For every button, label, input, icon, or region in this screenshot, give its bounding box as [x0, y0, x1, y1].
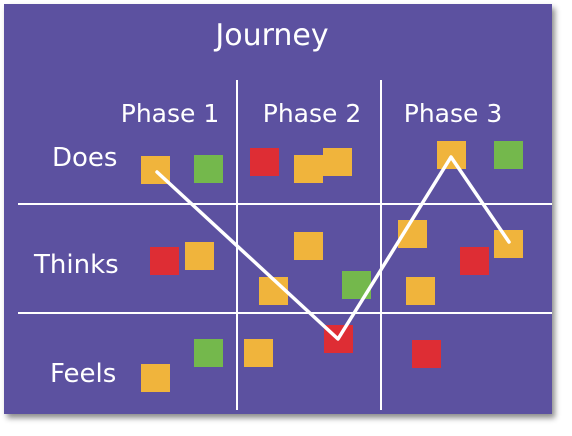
board-background [4, 4, 552, 414]
sticky-note-green[interactable] [194, 155, 223, 183]
row-label-does: Does [52, 143, 117, 173]
sticky-note-yellow[interactable] [141, 364, 170, 392]
sticky-note-red[interactable] [412, 340, 441, 368]
phase-header-3: Phase 3 [404, 99, 503, 128]
sticky-note-red[interactable] [250, 148, 279, 176]
sticky-note-red[interactable] [460, 247, 489, 275]
row-label-feels: Feels [50, 359, 116, 389]
sticky-note-yellow[interactable] [323, 148, 352, 176]
sticky-note-yellow[interactable] [294, 232, 323, 260]
row-label-thinks: Thinks [33, 250, 119, 280]
sticky-note-green[interactable] [194, 339, 223, 367]
phase-header-2: Phase 2 [263, 99, 362, 128]
sticky-note-green[interactable] [494, 141, 523, 169]
sticky-note-yellow[interactable] [406, 277, 435, 305]
journey-path [155, 155, 511, 341]
sticky-notes [141, 141, 523, 392]
sticky-note-yellow[interactable] [494, 230, 523, 258]
sticky-note-yellow[interactable] [244, 339, 273, 367]
sticky-note-yellow[interactable] [294, 155, 323, 183]
sticky-note-red[interactable] [150, 247, 179, 275]
board-title: Journey [213, 18, 328, 53]
sticky-note-yellow[interactable] [437, 141, 466, 169]
phase-header-1: Phase 1 [121, 99, 220, 128]
sticky-note-yellow[interactable] [185, 242, 214, 270]
